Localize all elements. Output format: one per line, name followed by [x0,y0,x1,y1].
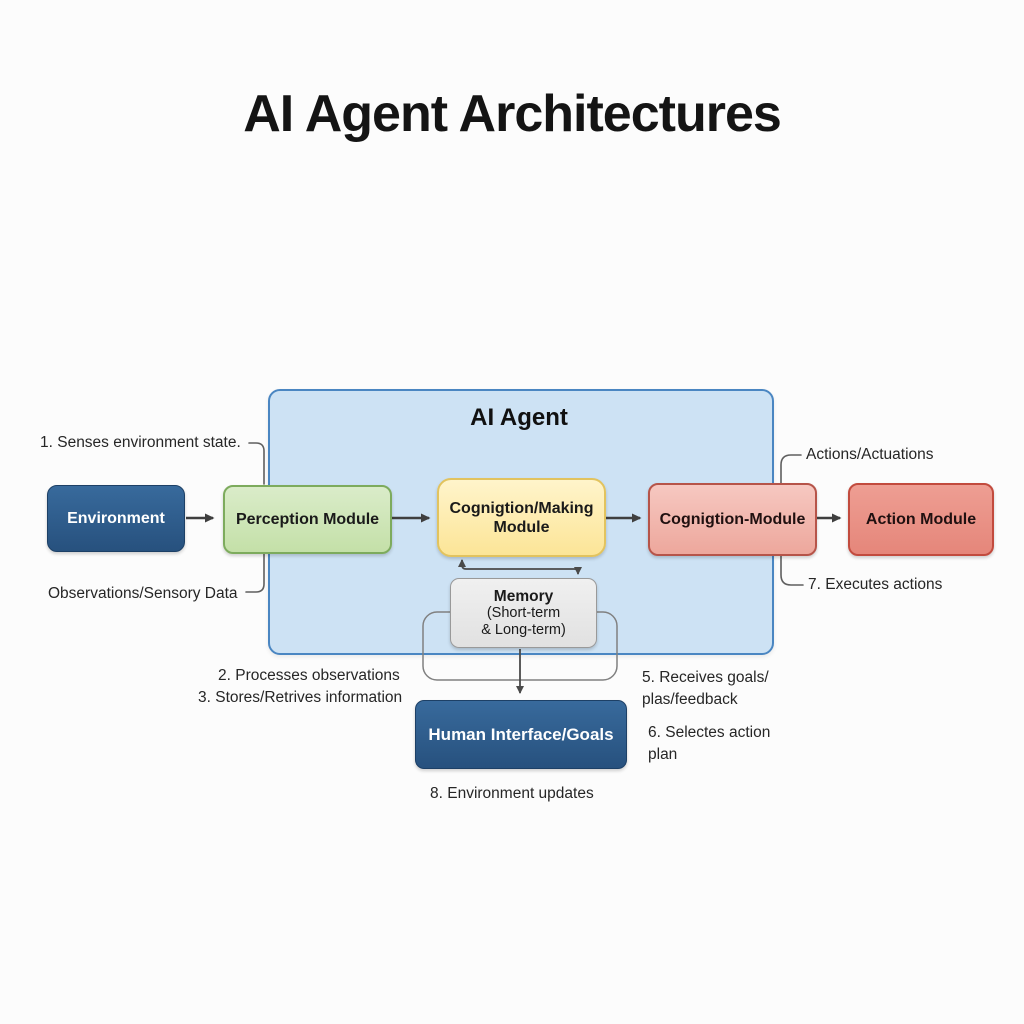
node-cognition-module-label: Cognigtion-Module [659,510,806,528]
node-memory-line2: (Short-term [486,604,561,621]
node-environment-label: Environment [67,509,165,527]
bracket-step1-to-perception [248,442,265,485]
node-human-interface-label: Human Interface/Goals [428,724,614,744]
annotation-observations: Observations/Sensory Data [48,585,238,602]
annotation-step6-line1: 6. Selectes action [648,724,771,741]
node-action-label: Action Module [865,510,977,528]
annotation-step8: 8. Environment updates [430,785,594,802]
annotation-step5-line1: 5. Receives goals/ [642,669,769,686]
node-memory-title: Memory [493,587,554,605]
bracket-observations-to-perception [245,550,265,593]
bracket-actions-actuations [780,454,802,485]
annotation-step1: 1. Senses environment state. [40,434,241,451]
node-cognition-making-label-line1: Cognigtion/Making [449,499,594,517]
node-cognition-making-module: Cognigtion/Making Module [437,478,606,557]
annotation-actions-actuations: Actions/Actuations [806,446,934,463]
annotation-step6: 6. Selectes action plan [648,722,770,766]
annotation-step7: 7. Executes actions [808,576,943,593]
annotation-step2: 2. Processes observations [218,667,400,684]
node-environment: Environment [47,485,185,552]
node-cognition-module: Cognigtion-Module [648,483,817,556]
node-action-module: Action Module [848,483,994,556]
bracket-executes-actions [780,552,804,586]
node-memory-line3: & Long-term) [481,621,566,638]
ai-agent-label: AI Agent [470,404,568,431]
annotation-step3: 3. Stores/Retrives information [198,689,403,706]
node-memory: Memory (Short-term & Long-term) [450,578,597,648]
page-title: AI Agent Architectures [243,85,782,143]
annotation-step6-line2: plan [648,746,678,763]
node-human-interface-goals: Human Interface/Goals [415,700,627,769]
node-perception-module: Perception Module [223,485,392,554]
annotation-step5-line2: plas/feedback [642,691,738,708]
annotation-step5: 5. Receives goals/ plas/feedback [642,667,769,711]
node-perception-label: Perception Module [235,510,380,528]
node-cognition-making-label-line2: Module [493,518,550,536]
